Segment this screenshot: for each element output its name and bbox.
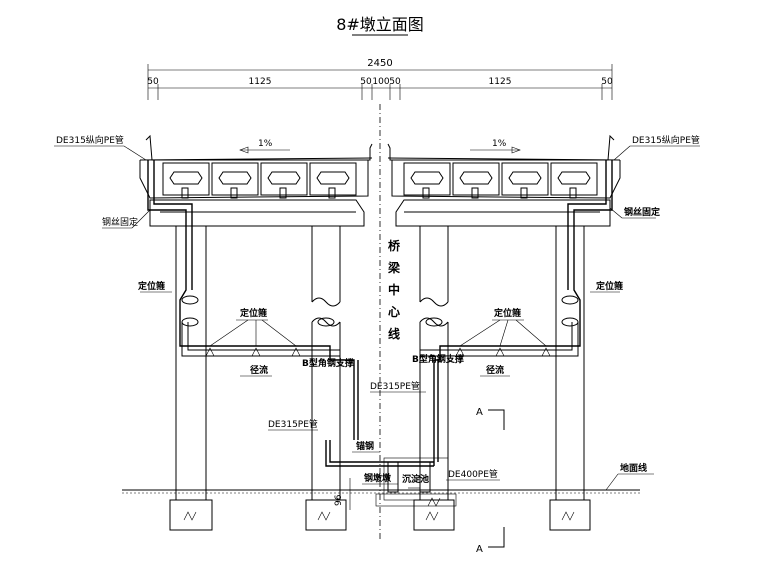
label-locator-right: 定位箍 xyxy=(595,280,623,292)
dim-seg-5: 50 xyxy=(389,77,401,87)
left-columns xyxy=(169,226,347,531)
dim-seg-2: 1125 xyxy=(249,77,272,87)
label-locator-mid-right: 定位箍 xyxy=(493,307,521,319)
label-fix-right: 钢丝固定 xyxy=(624,206,661,218)
label-bracket-right: B型角钢支撑 xyxy=(412,353,464,365)
section-a-top: A xyxy=(476,407,483,418)
dim-seg-6: 1125 xyxy=(489,77,512,87)
label-anchor: 锚钢 xyxy=(356,440,374,452)
label-pipe-left-top: DE315纵向PE管 xyxy=(56,134,124,146)
left-deck: 1% xyxy=(139,134,373,227)
label-pe-left-vertical: DE315PE管 xyxy=(268,418,318,430)
centerline-char-4: 心 xyxy=(388,305,400,319)
label-pe-right-vertical: DE315PE管 xyxy=(370,380,420,392)
dim-total: 2450 xyxy=(367,58,392,69)
angle-brackets xyxy=(205,347,551,357)
dim-seg-3: 50 xyxy=(360,77,372,87)
label-locator-mid-left: 定位箍 xyxy=(239,307,267,319)
label-fix-left: 钢丝固定 xyxy=(102,216,138,228)
labels-right: DE315纵向PE管 钢丝固定 定位箍 定位箍 B型角钢支撑 径流 DE315P… xyxy=(370,134,700,491)
section-mark-a: A A xyxy=(476,407,505,555)
settling-tank xyxy=(375,457,457,507)
right-deck: 1% xyxy=(387,134,621,227)
centerline-char-1: 桥 xyxy=(388,238,401,253)
label-bracket-left: B型角钢支撑 xyxy=(302,357,354,369)
left-tie xyxy=(181,322,340,357)
labels-left: DE315纵向PE管 钢丝固定 定位箍 定位箍 B型角钢支撑 径流 DE315P… xyxy=(54,134,398,485)
label-locator-left: 定位箍 xyxy=(137,280,165,292)
right-tie xyxy=(420,322,579,357)
label-flow-right: 径流 xyxy=(486,364,504,376)
ground-line xyxy=(122,489,640,494)
section-a-bottom: A xyxy=(476,544,483,555)
label-support-base: 钢墩墩 xyxy=(364,472,392,484)
locator-rings xyxy=(181,295,579,327)
centerline-char-2: 梁 xyxy=(387,260,400,275)
dim-seg-1: 50 xyxy=(147,77,159,87)
right-columns xyxy=(413,226,591,531)
depth-marker: 96 xyxy=(334,478,351,510)
label-pipe-right-top: DE315纵向PE管 xyxy=(632,134,700,146)
dim-seg-7: 50 xyxy=(601,77,613,87)
centerline-char-3: 中 xyxy=(388,282,400,297)
dim-seg-4: 100 xyxy=(372,77,389,87)
left-slope: 1% xyxy=(258,139,273,149)
label-tank: 沉淀池 xyxy=(402,473,429,485)
label-ground: 地面线 xyxy=(620,462,647,474)
label-pe-bottom: DE400PE管 xyxy=(448,468,498,480)
centerline-char-5: 线 xyxy=(388,326,400,341)
drawing-title: 8#墩立面图 xyxy=(336,15,424,34)
right-slope: 1% xyxy=(492,139,507,149)
dimension-block: 2450 50 1125 50 100 50 1125 50 xyxy=(147,58,613,100)
label-flow-left: 径流 xyxy=(250,364,268,376)
right-pipe-route xyxy=(433,160,613,466)
depth-value: 96 xyxy=(334,494,344,506)
